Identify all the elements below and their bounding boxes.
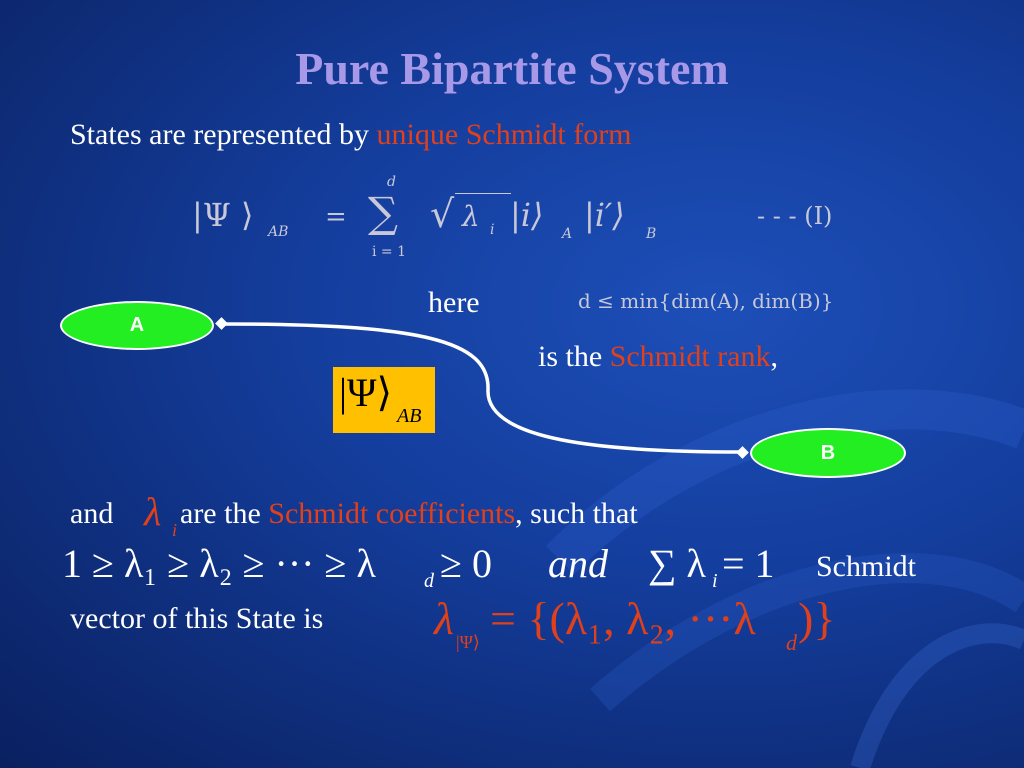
schmidt-word: Schmidt [816, 550, 917, 583]
coeff-and: and [70, 497, 114, 530]
coeff-suffix: , such that [515, 497, 638, 530]
ineq-chain-end: ≥ 0 [440, 541, 492, 586]
ineq-sum-sub: i [712, 570, 718, 592]
ineq-sum: ∑ λ [648, 541, 706, 586]
rank-line: is the Schmidt rank, [538, 340, 778, 374]
intro-prefix: States are represented by [70, 118, 377, 151]
intro-line: States are represented by unique Schmidt… [70, 118, 632, 152]
vec-close: )} [798, 593, 836, 644]
node-a: A [60, 301, 214, 350]
slide-title: Pure Bipartite System [295, 43, 729, 94]
rank-prefix: is the [538, 340, 610, 373]
vector-text: vector of this State is [70, 602, 324, 635]
coeff-text: are the Schmidt coefficients, such that [180, 497, 638, 531]
box-psi: |Ψ⟩ [339, 370, 393, 415]
eq-sum-top: d [387, 174, 396, 190]
node-b: B [750, 428, 906, 478]
eq-sub-b: B [646, 226, 657, 242]
eq-ket-i: |i⟩ [510, 196, 544, 234]
eq-ket-psi: |Ψ ⟩ [192, 196, 254, 234]
eq-sum-bottom: i = 1 [372, 244, 407, 260]
eq-sqrt-bar [455, 193, 511, 194]
eq-sub-a: A [562, 226, 573, 242]
coeff-highlight: Schmidt coefficients [268, 497, 516, 530]
eq-sqrt: √ [430, 192, 455, 236]
coeff-middle: are the [180, 497, 269, 530]
here-label: here [428, 286, 480, 319]
eq-ket-iprime: |i′⟩ [584, 196, 625, 234]
ineq-chain: 1 ≥ λ₁ ≥ λ₂ ≥ ··· ≥ λ [62, 541, 376, 586]
psi-state-box: |Ψ⟩ AB [333, 367, 435, 433]
d-condition: d ≤ min{dim(A), dim(B)} [578, 289, 834, 313]
eq-sub-ab: AB [268, 224, 289, 240]
ineq-chain-sub: d [424, 570, 434, 592]
coeff-lambda: λ [144, 489, 162, 534]
vec-body-sub: d [786, 630, 797, 655]
vec-sub: |Ψ⟩ [456, 632, 480, 652]
vec-body: = {(λ₁, λ₂, ···λ [490, 593, 756, 644]
eq-label: - - - (I) [757, 202, 833, 230]
coeff-lambda-sub: i [172, 520, 178, 540]
ineq-sum-end: = 1 [722, 541, 775, 586]
eq-lambda: λ [462, 200, 480, 233]
box-sub: AB [397, 405, 422, 427]
eq-lambda-sub: i [490, 222, 495, 238]
intro-highlight: unique Schmidt form [376, 118, 632, 151]
eq-sum: ∑ [368, 188, 398, 237]
eq-equals: = [325, 202, 347, 232]
ineq-and: and [548, 541, 608, 586]
rank-suffix: , [770, 340, 778, 373]
rank-highlight: Schmidt rank [609, 340, 771, 373]
vec-lambda: λ [434, 593, 454, 644]
